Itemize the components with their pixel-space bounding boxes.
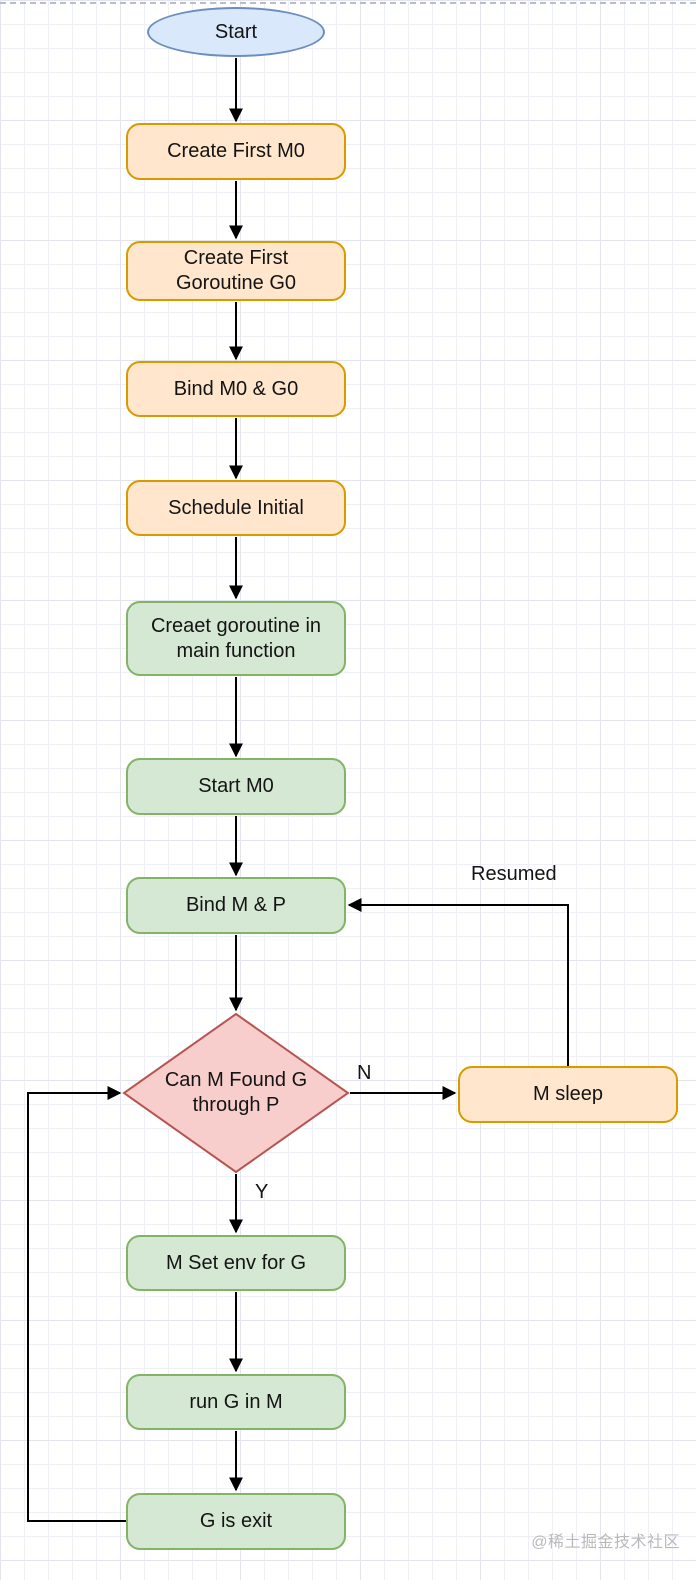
node-create-goroutine-in-main-label: Creaet goroutine in main function xyxy=(150,614,322,662)
node-run-g-in-m: run G in M xyxy=(126,1374,346,1430)
node-m-sleep-label: M sleep xyxy=(532,1083,604,1105)
decision-diamond-shape xyxy=(122,1012,350,1174)
edge-label-yes: Y xyxy=(255,1181,269,1203)
node-start-m0: Start M0 xyxy=(126,758,346,815)
node-create-goroutine-in-main: Creaet goroutine in main function xyxy=(126,601,346,676)
node-schedule-initial-label: Schedule Initial xyxy=(168,496,304,519)
node-start: Start xyxy=(147,7,325,57)
edge-label-no: N xyxy=(357,1062,372,1084)
edge-g-exit-loop-to-decision xyxy=(27,1086,126,1522)
node-schedule-initial: Schedule Initial xyxy=(126,480,346,536)
node-run-g-in-m-label: run G in M xyxy=(189,1390,283,1413)
node-bind-m-p: Bind M & P xyxy=(126,877,346,934)
node-g-is-exit: G is exit xyxy=(126,1493,346,1550)
node-m-set-env-for-g-label: M Set env for G xyxy=(165,1251,307,1274)
node-decision-can-m-find-g: Can M Found G through P xyxy=(122,1012,350,1174)
node-decision-label: Can M Found G through P xyxy=(164,1069,308,1116)
node-g-is-exit-label: G is exit xyxy=(199,1510,273,1532)
node-bind-m-p-label: Bind M & P xyxy=(185,894,287,916)
node-start-m0-label: Start M0 xyxy=(198,775,274,797)
node-m-sleep: M sleep xyxy=(458,1066,678,1123)
node-create-first-goroutine-g0-label: Create First Goroutine G0 xyxy=(175,247,297,294)
node-bind-m0-g0: Bind M0 & G0 xyxy=(126,361,346,417)
edge-label-resumed: Resumed xyxy=(471,863,557,885)
node-create-first-goroutine-g0: Create First Goroutine G0 xyxy=(126,241,346,301)
node-start-label: Start xyxy=(214,20,258,43)
node-bind-m0-g0-label: Bind M0 & G0 xyxy=(173,377,299,400)
node-create-first-m0-label: Create First M0 xyxy=(167,140,305,162)
watermark: @稀土掘金技术社区 xyxy=(531,1534,680,1551)
page-boundary-dashed-line xyxy=(0,2,696,4)
node-m-set-env-for-g: M Set env for G xyxy=(126,1235,346,1291)
node-create-first-m0: Create First M0 xyxy=(126,123,346,180)
edge-m-sleep-resumed-to-bind-m-p xyxy=(347,898,569,1066)
